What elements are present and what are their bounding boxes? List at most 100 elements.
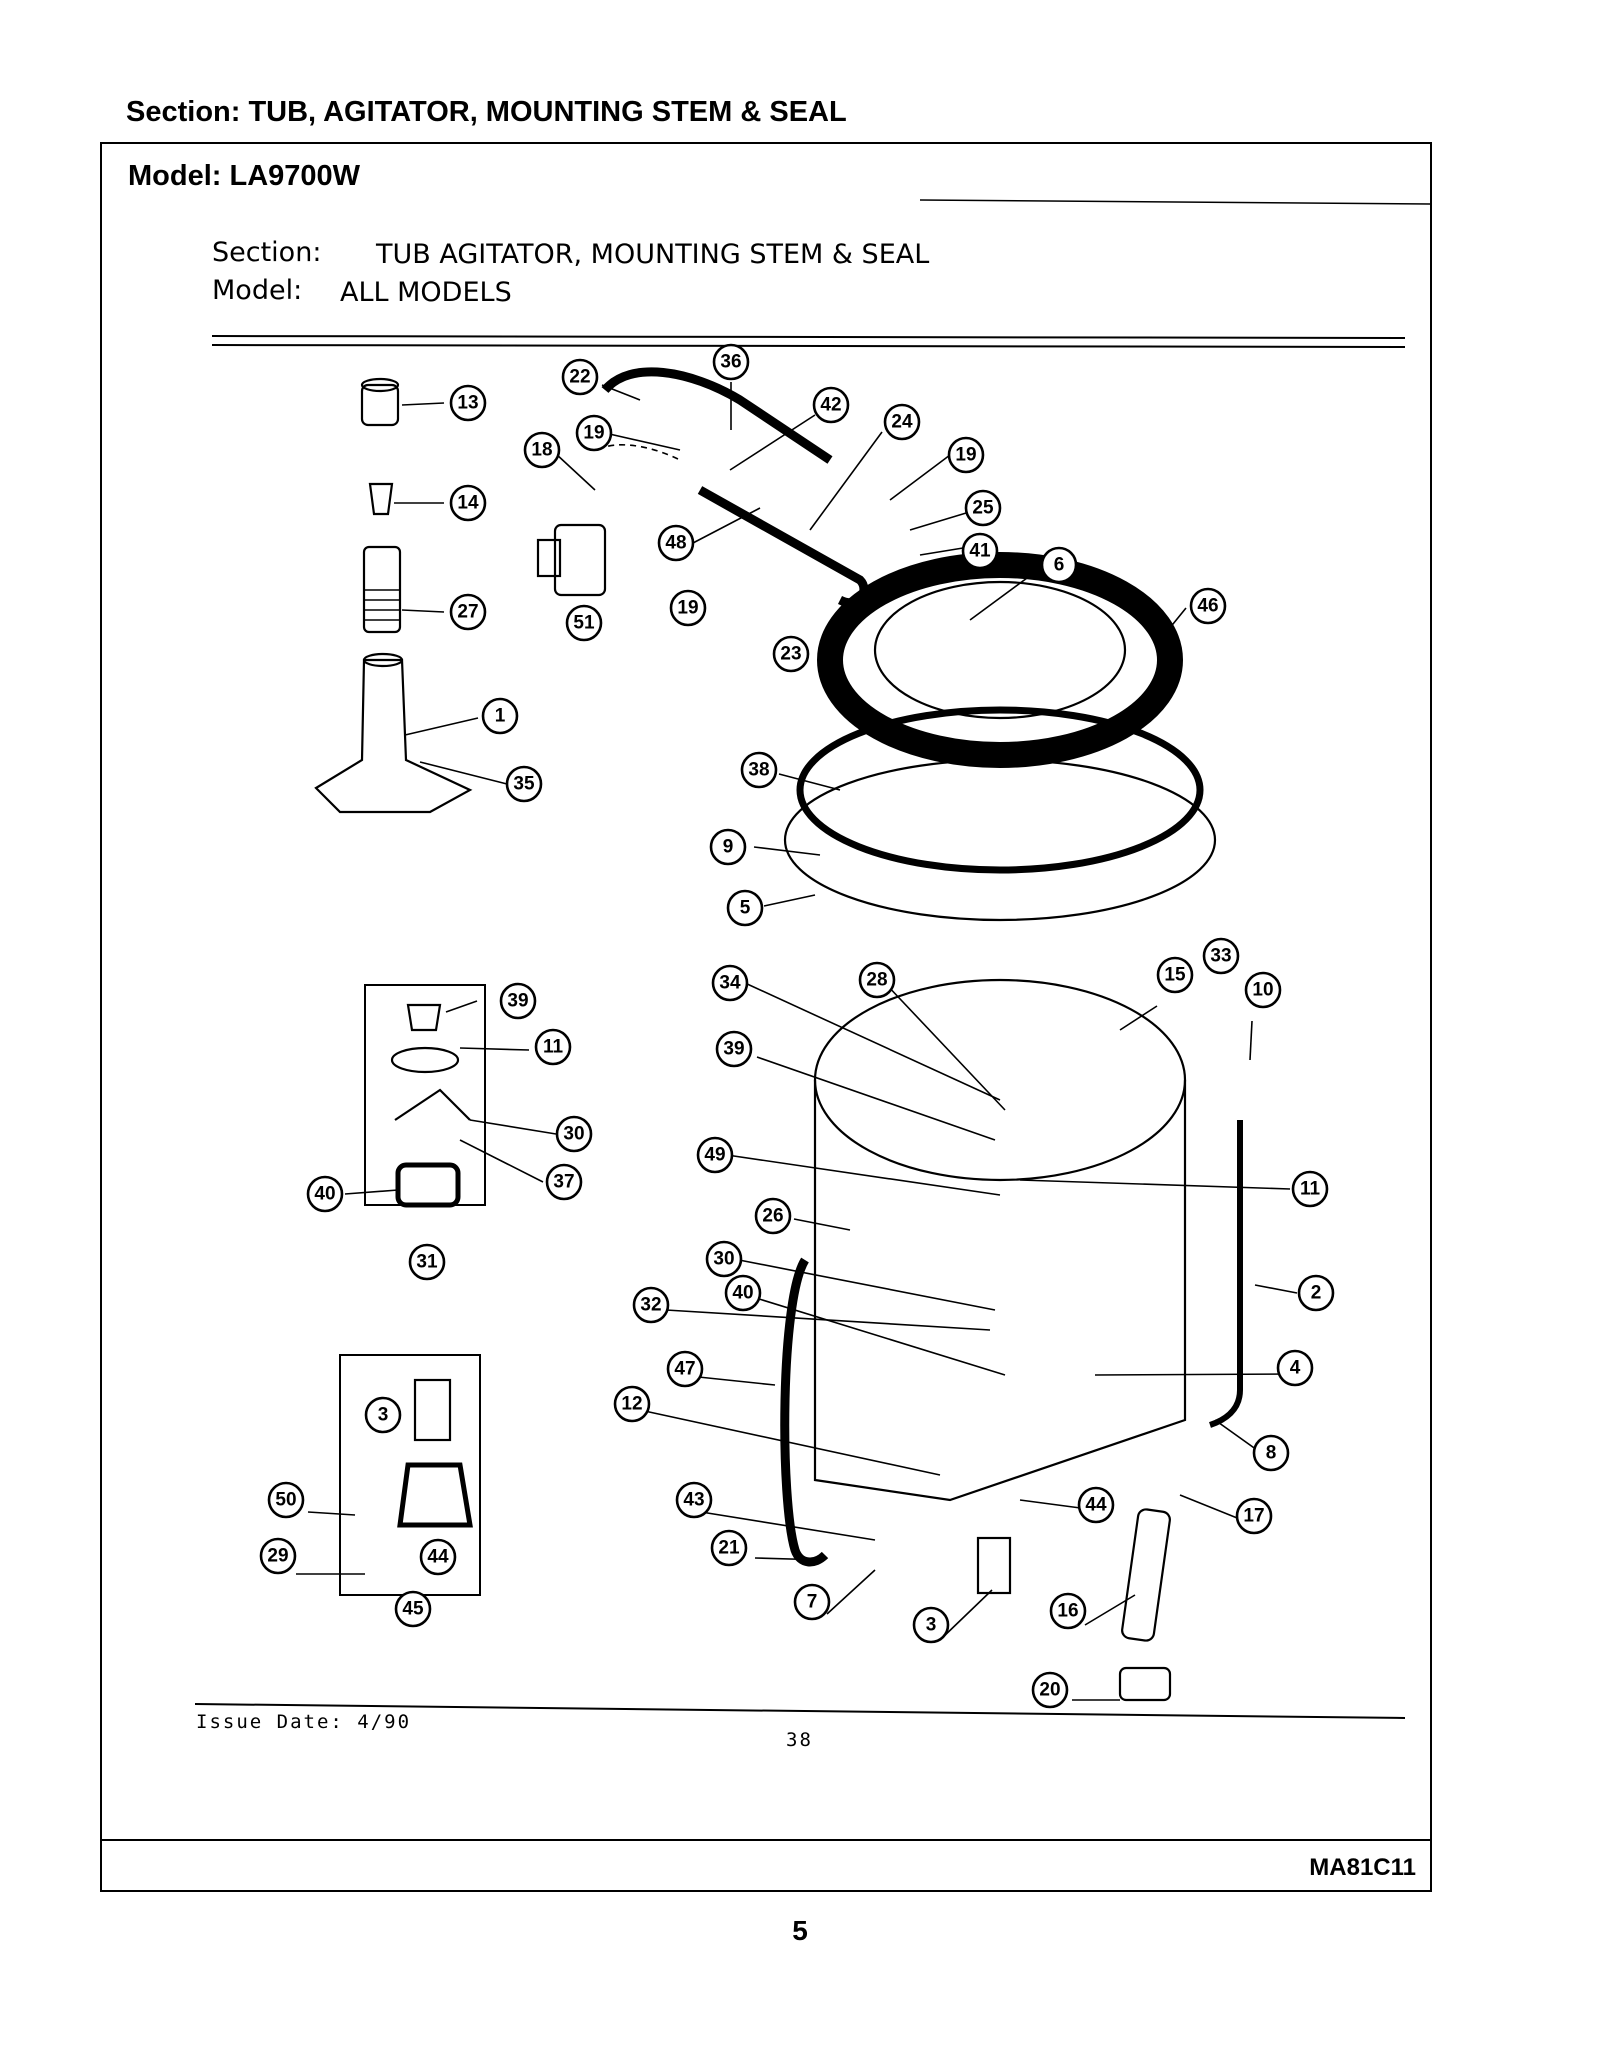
callout-1: 1 — [481, 697, 519, 735]
inner-rule-line — [211, 344, 1406, 348]
callout-24: 24 — [883, 403, 921, 441]
callout-15: 15 — [1156, 956, 1194, 994]
svg-text:28: 28 — [866, 970, 887, 991]
drain-rod-part — [1208, 1120, 1243, 1428]
callout-49: 49 — [696, 1136, 734, 1174]
callout-30: 30 — [705, 1240, 743, 1278]
seal-cap-part — [406, 1003, 442, 1032]
svg-text:8: 8 — [1266, 1443, 1277, 1464]
svg-text:18: 18 — [531, 440, 552, 461]
callout-4: 4 — [1276, 1349, 1314, 1387]
svg-text:27: 27 — [457, 602, 478, 623]
svg-text:45: 45 — [402, 1599, 424, 1620]
svg-text:11: 11 — [1300, 1179, 1321, 1200]
svg-text:32: 32 — [640, 1295, 661, 1316]
callout-41: 41 — [961, 532, 999, 570]
header-rule-line — [919, 199, 1431, 205]
callout-31: 31 — [408, 1243, 446, 1281]
callout-8: 8 — [1252, 1434, 1290, 1472]
clamp-ring-part — [783, 758, 1217, 922]
svg-text:21: 21 — [718, 1538, 740, 1559]
callout-30: 30 — [555, 1115, 593, 1153]
svg-text:23: 23 — [780, 644, 801, 665]
svg-text:36: 36 — [720, 352, 741, 373]
svg-text:35: 35 — [513, 774, 535, 795]
drain-hose-part — [780, 1257, 829, 1567]
callout-40: 40 — [724, 1274, 762, 1312]
callout-23: 23 — [772, 635, 810, 673]
svg-text:31: 31 — [416, 1252, 438, 1273]
callout-46: 46 — [1189, 587, 1227, 625]
svg-text:43: 43 — [683, 1490, 704, 1511]
cam-part — [368, 482, 394, 516]
svg-text:5: 5 — [740, 898, 751, 919]
inner-section-value: TUB AGITATOR, MOUNTING STEM & SEAL — [375, 239, 929, 270]
svg-text:13: 13 — [457, 393, 478, 414]
model-title: Model: LA9700W — [128, 160, 361, 192]
issue-rule-line — [194, 1703, 1406, 1719]
svg-text:40: 40 — [732, 1283, 753, 1304]
filter-part — [1121, 1508, 1171, 1642]
callout-19: 19 — [575, 414, 613, 452]
svg-text:19: 19 — [955, 445, 976, 466]
callout-27: 27 — [449, 593, 487, 631]
inner-model-value: ALL MODELS — [340, 277, 512, 308]
callout-45: 45 — [394, 1590, 432, 1628]
clamp-part — [1118, 1666, 1172, 1702]
svg-text:3: 3 — [378, 1405, 389, 1426]
callout-21: 21 — [710, 1529, 748, 1567]
callout-33: 33 — [1202, 937, 1240, 975]
svg-text:3: 3 — [926, 1615, 937, 1636]
hose-part — [697, 486, 869, 607]
svg-text:30: 30 — [713, 1249, 734, 1270]
svg-text:26: 26 — [762, 1206, 783, 1227]
inner-rule-line — [211, 335, 1406, 339]
callout-35: 35 — [505, 765, 543, 803]
callout-12: 12 — [613, 1385, 651, 1423]
svg-text:17: 17 — [1243, 1506, 1264, 1527]
dispenser-cylinder-part — [362, 545, 402, 634]
tub-ring-part — [817, 552, 1183, 768]
seal-nut-part — [395, 1162, 461, 1208]
tube-part — [597, 444, 681, 461]
gasket-part — [796, 706, 1204, 874]
callout-51: 51 — [565, 604, 603, 642]
svg-text:51: 51 — [573, 613, 595, 634]
stem-kit-box — [339, 1354, 481, 1596]
callout-34: 34 — [711, 964, 749, 1002]
callout-37: 37 — [545, 1163, 583, 1201]
callout-43: 43 — [675, 1481, 713, 1519]
svg-text:20: 20 — [1039, 1680, 1060, 1701]
callout-42: 42 — [812, 386, 850, 424]
callout-39: 39 — [715, 1030, 753, 1068]
svg-text:19: 19 — [583, 423, 604, 444]
svg-text:39: 39 — [723, 1039, 744, 1060]
callout-20: 20 — [1031, 1671, 1069, 1709]
svg-text:15: 15 — [1164, 965, 1186, 986]
leader-lines — [296, 382, 1298, 1701]
callout-50: 50 — [267, 1481, 305, 1519]
callout-22: 22 — [561, 358, 599, 396]
callout-3: 3 — [912, 1606, 950, 1644]
svg-text:39: 39 — [507, 991, 528, 1012]
svg-text:10: 10 — [1252, 980, 1273, 1001]
svg-text:47: 47 — [674, 1359, 695, 1380]
fabric-softener-cap-part — [360, 377, 400, 427]
svg-text:16: 16 — [1057, 1601, 1078, 1622]
svg-text:30: 30 — [563, 1124, 584, 1145]
stem-nut-part — [397, 1462, 473, 1528]
callout-10: 10 — [1244, 971, 1282, 1009]
callout-25: 25 — [964, 489, 1002, 527]
sleeve-part — [976, 1536, 1012, 1595]
agitator-part — [314, 652, 473, 814]
seal-kit-box — [364, 984, 486, 1206]
svg-text:24: 24 — [891, 412, 913, 433]
callout-5: 5 — [726, 889, 764, 927]
callout-9: 9 — [709, 828, 747, 866]
callout-14: 14 — [449, 484, 487, 522]
document-code: MA81C11 — [1309, 1854, 1416, 1881]
callout-7: 7 — [793, 1583, 831, 1621]
callout-19: 19 — [947, 436, 985, 474]
hose-part — [601, 367, 833, 464]
